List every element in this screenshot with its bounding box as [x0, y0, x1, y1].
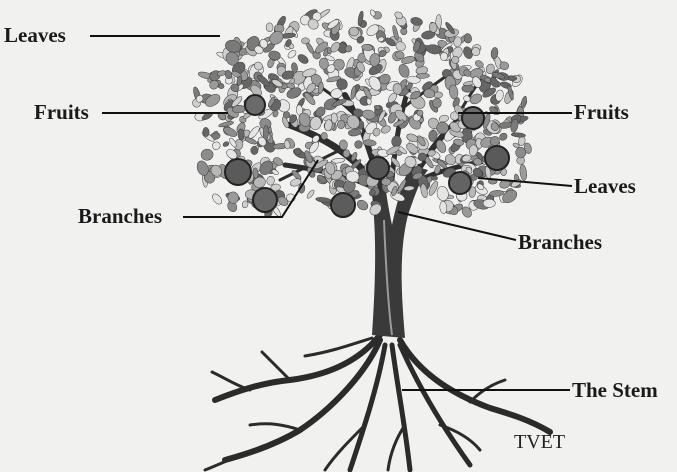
leaf: [483, 199, 495, 208]
leaf: [463, 33, 472, 44]
label-leaves-top: Leaves: [4, 25, 66, 46]
leaf: [217, 70, 226, 77]
leaf: [381, 178, 391, 185]
label-fruits-left: Fruits: [34, 102, 89, 123]
leaf: [306, 189, 316, 200]
label-branches-right: Branches: [518, 232, 602, 253]
leaf: [355, 198, 369, 212]
leaf: [429, 130, 438, 141]
leaf: [436, 185, 450, 201]
roots: [205, 335, 550, 470]
leaf: [431, 176, 437, 180]
leaf: [511, 132, 526, 137]
leaf: [410, 16, 424, 26]
leaf: [343, 149, 350, 157]
leaf: [294, 148, 302, 155]
leaf: [434, 92, 443, 99]
leaf: [354, 140, 363, 149]
label-leaves-right: Leaves: [574, 176, 636, 197]
leaf: [331, 113, 338, 124]
leaf: [200, 148, 214, 161]
leaf: [222, 141, 230, 148]
leaf: [211, 192, 224, 206]
leaf: [305, 42, 315, 55]
leaf: [266, 176, 274, 186]
leaf: [296, 53, 309, 66]
leaf: [348, 128, 361, 136]
leaf: [438, 114, 449, 123]
leaf: [286, 49, 297, 60]
leaf: [315, 197, 331, 203]
label-fruits-right: Fruits: [574, 102, 629, 123]
leaf: [519, 164, 528, 181]
leaf: [266, 23, 274, 32]
leaf: [397, 63, 411, 79]
label-the-stem: The Stem: [572, 380, 658, 401]
leaf: [251, 146, 258, 154]
label-branches-left: Branches: [78, 206, 162, 227]
leaf: [416, 73, 429, 79]
leaf: [211, 140, 222, 151]
leader-lines: [90, 36, 572, 390]
leaf: [499, 121, 513, 129]
watermark-tvet: TVET: [514, 432, 565, 452]
leaf: [321, 132, 328, 139]
